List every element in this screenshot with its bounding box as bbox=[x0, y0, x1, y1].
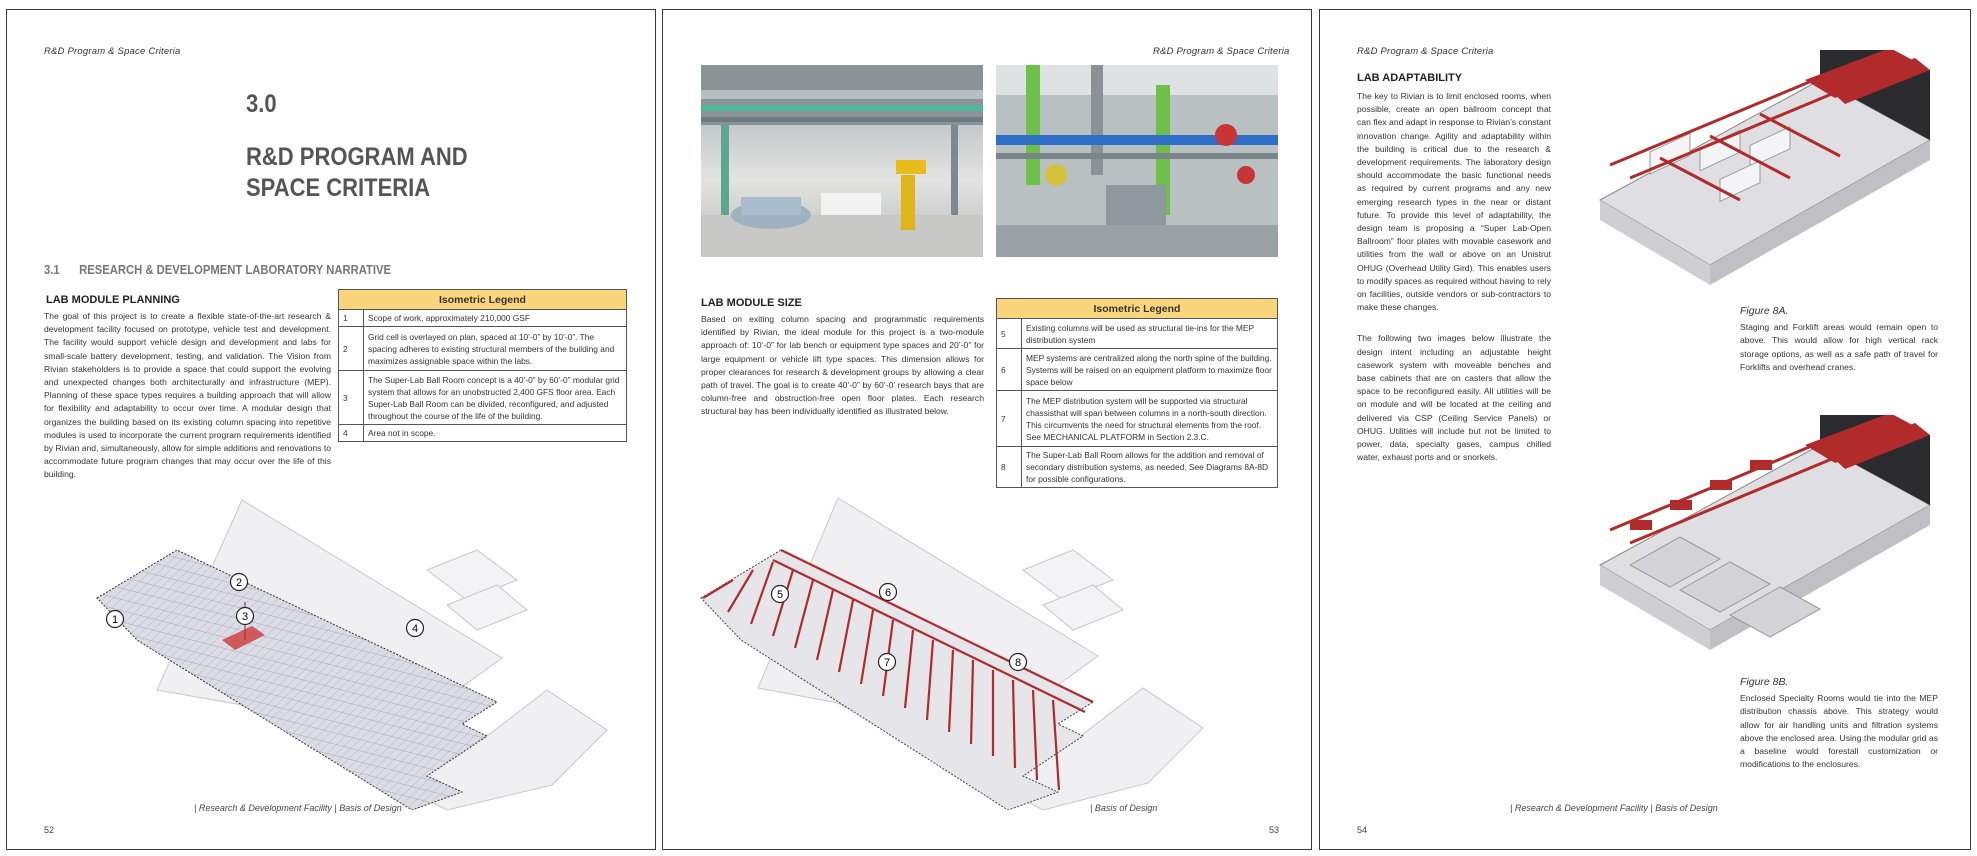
chapter-title-line2: SPACE CRITERIA bbox=[246, 174, 431, 202]
callout-marker: 5 bbox=[770, 584, 790, 604]
legend-text: Grid cell is overlayed on plan, spaced a… bbox=[363, 326, 627, 371]
callout-label: 1 bbox=[112, 614, 118, 626]
page-number: 52 bbox=[44, 825, 55, 835]
callout-marker: 4 bbox=[405, 618, 425, 638]
callout-marker: 2 bbox=[229, 572, 249, 592]
page-number: 54 bbox=[1357, 825, 1368, 835]
legend-num: 1 bbox=[338, 309, 364, 327]
callout-label: 4 bbox=[412, 623, 418, 635]
section-number: 3.1 bbox=[44, 263, 60, 277]
callout-label: 2 bbox=[236, 577, 242, 589]
isometric-mep-distribution: 5 6 7 8 bbox=[700, 497, 1204, 810]
lab-photo-vehicle bbox=[701, 65, 983, 257]
legend-num: 4 bbox=[338, 424, 364, 442]
lab-photo-utilities bbox=[996, 65, 1278, 257]
figure-8a-caption: Staging and Forklift areas would remain … bbox=[1740, 322, 1938, 372]
callout-label: 7 bbox=[884, 657, 890, 669]
page-footer: | Research & Development Facility | Basi… bbox=[1510, 803, 1718, 813]
callout-marker: 1 bbox=[105, 609, 125, 629]
subhead-lab-module-planning: LAB MODULE PLANNING bbox=[46, 294, 180, 306]
figure-8b-isometric bbox=[1598, 415, 1932, 650]
callout-label: 3 bbox=[242, 611, 248, 623]
legend-text: Area not in scope. bbox=[363, 424, 627, 442]
running-header: R&D Program & Space Criteria bbox=[44, 46, 181, 57]
running-header: R&D Program & Space Criteria bbox=[1153, 46, 1290, 57]
legend-num: 6 bbox=[996, 348, 1022, 391]
page-number: 53 bbox=[1269, 825, 1280, 835]
legend-text: MEP systems are centralized along the no… bbox=[1021, 348, 1278, 391]
paragraph: The goal of this project is to create a … bbox=[44, 311, 331, 480]
legend-num: 5 bbox=[996, 318, 1022, 349]
legend-text: The Super-Lab Ball Room concept is a 40’… bbox=[363, 370, 627, 425]
callout-label: 5 bbox=[777, 589, 783, 601]
page-53: R&D Program & Space Criteria bbox=[662, 9, 1312, 850]
legend-num: 2 bbox=[338, 326, 364, 371]
chapter-title: R&D PROGRAM AND SPACE CRITERIA bbox=[246, 142, 468, 204]
legend-title: Isometric Legend bbox=[996, 298, 1278, 319]
callout-marker: 7 bbox=[877, 652, 897, 672]
subhead-lab-adaptability: LAB ADAPTABILITY bbox=[1357, 72, 1463, 84]
callout-label: 8 bbox=[1015, 657, 1021, 669]
lab-photo-vehicle-drawing bbox=[701, 65, 983, 257]
running-header: R&D Program & Space Criteria bbox=[1357, 46, 1494, 57]
body-paragraph: Based on exiting column spacing and prog… bbox=[701, 313, 984, 430]
paragraph-2: The following two images below illustrat… bbox=[1357, 333, 1551, 463]
subhead-lab-module-size: LAB MODULE SIZE bbox=[701, 297, 802, 309]
body-paragraph: The goal of this project is to create a … bbox=[44, 310, 331, 493]
figure-8b-label: Figure 8B. bbox=[1740, 676, 1789, 688]
figure-8a-label: Figure 8A. bbox=[1740, 305, 1789, 317]
section-title: RESEARCH & DEVELOPMENT LABORATORY NARRAT… bbox=[79, 263, 392, 277]
isometric-floorplan-grid: 1 2 3 4 bbox=[96, 499, 608, 810]
callout-marker: 3 bbox=[235, 606, 255, 626]
paragraph-1: The key to Rivian is to limit enclosed r… bbox=[1357, 91, 1551, 313]
section-heading: 3.1 RESEARCH & DEVELOPMENT LABORATORY NAR… bbox=[44, 263, 391, 277]
lab-photo-utilities-drawing bbox=[996, 65, 1278, 257]
paragraph: Based on exiting column spacing and prog… bbox=[701, 314, 984, 417]
chapter-title-line1: R&D PROGRAM AND bbox=[246, 143, 468, 171]
legend-text: The MEP distribution system will be supp… bbox=[1021, 390, 1278, 447]
page-54: R&D Program & Space Criteria LAB ADAPTAB… bbox=[1319, 9, 1971, 850]
page-footer: | Research & Development Facility | Basi… bbox=[194, 803, 402, 813]
callout-marker: 6 bbox=[878, 582, 898, 602]
legend-num: 7 bbox=[996, 390, 1022, 447]
figure-8b-caption: Enclosed Specialty Rooms would tie into … bbox=[1740, 693, 1938, 770]
chapter-number: 3.0 bbox=[246, 90, 277, 118]
page-52: R&D Program & Space Criteria 3.0 R&D PRO… bbox=[6, 9, 656, 850]
legend-text: Scope of work, approximately 210,000 GSF bbox=[363, 309, 627, 327]
legend-text: The Super-Lab Ball Room allows for the a… bbox=[1021, 446, 1278, 488]
legend-title: Isometric Legend bbox=[338, 289, 627, 310]
legend-text: Existing columns will be used as structu… bbox=[1021, 318, 1278, 349]
figure-8a-isometric bbox=[1598, 50, 1932, 285]
callout-label: 6 bbox=[885, 587, 891, 599]
callout-marker: 8 bbox=[1008, 652, 1028, 672]
legend-num: 3 bbox=[338, 370, 364, 425]
body-column: The key to Rivian is to limit enclosed r… bbox=[1357, 90, 1551, 475]
page-footer: | Basis of Design bbox=[1090, 803, 1158, 813]
